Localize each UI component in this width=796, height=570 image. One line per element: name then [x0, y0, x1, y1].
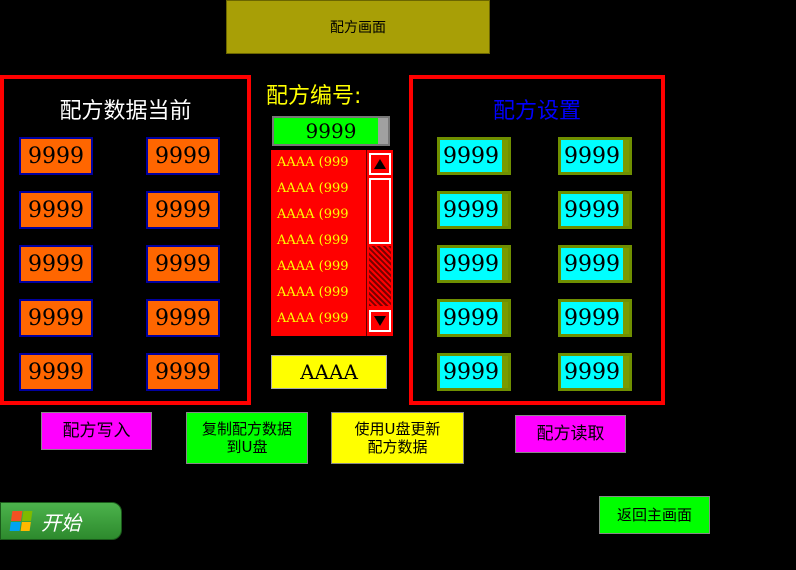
current-value-2: 9999 [146, 137, 220, 175]
recipe-number-label: 配方编号: [266, 84, 362, 109]
button-label-line1: 复制配方数据 [201, 420, 292, 438]
list-item[interactable]: AAAA (999 [277, 233, 349, 248]
button-label-line2: 配方数据 [367, 438, 428, 456]
setting-input-4[interactable]: 9999 [558, 191, 632, 229]
current-data-title: 配方数据当前 [59, 99, 192, 124]
current-value-10: 9999 [146, 353, 220, 391]
arrow-up-icon [374, 159, 386, 169]
current-value-1: 9999 [19, 137, 93, 175]
current-value-4: 9999 [146, 191, 220, 229]
arrow-down-icon [374, 316, 386, 326]
screen-title: 配方画面 [226, 0, 490, 54]
setting-input-10[interactable]: 9999 [558, 353, 632, 391]
copy-to-usb-button[interactable]: 复制配方数据 到U盘 [186, 412, 308, 464]
return-main-button[interactable]: 返回主画面 [599, 496, 710, 534]
current-value-5: 9999 [19, 245, 93, 283]
recipe-write-button[interactable]: 配方写入 [41, 412, 152, 450]
setting-input-5[interactable]: 9999 [437, 245, 511, 283]
setting-input-8[interactable]: 9999 [558, 299, 632, 337]
windows-logo-icon [9, 511, 33, 531]
list-item[interactable]: AAAA (999 [277, 155, 349, 170]
button-label-line1: 使用U盘更新 [354, 420, 441, 438]
current-value-7: 9999 [19, 299, 93, 337]
update-from-usb-button[interactable]: 使用U盘更新 配方数据 [331, 412, 464, 464]
settings-title: 配方设置 [492, 99, 581, 124]
current-value-8: 9999 [146, 299, 220, 337]
scroll-down-button[interactable] [369, 310, 391, 332]
scroll-thumb[interactable] [369, 178, 391, 244]
list-item[interactable]: AAAA (999 [277, 259, 349, 274]
setting-input-1[interactable]: 9999 [437, 137, 511, 175]
setting-input-2[interactable]: 9999 [558, 137, 632, 175]
recipe-list-scrollbar[interactable] [366, 150, 393, 336]
setting-input-6[interactable]: 9999 [558, 245, 632, 283]
settings-panel: 配方设置 [409, 75, 665, 405]
list-item[interactable]: AAAA (999 [277, 311, 349, 326]
list-item[interactable]: AAAA (999 [277, 285, 349, 300]
current-value-6: 9999 [146, 245, 220, 283]
scroll-up-button[interactable] [369, 153, 391, 175]
setting-input-3[interactable]: 9999 [437, 191, 511, 229]
list-item[interactable]: AAAA (999 [277, 181, 349, 196]
start-label: 开始 [41, 510, 81, 535]
current-value-9: 9999 [19, 353, 93, 391]
current-data-panel: 配方数据当前 [0, 75, 251, 405]
recipe-list[interactable]: AAAA (999 AAAA (999 AAAA (999 AAAA (999 … [271, 150, 366, 336]
button-label-line2: 到U盘 [226, 438, 268, 456]
scroll-track[interactable] [369, 246, 391, 306]
list-item[interactable]: AAAA (999 [277, 207, 349, 222]
recipe-read-button[interactable]: 配方读取 [515, 415, 626, 453]
start-button[interactable]: 开始 [0, 502, 122, 540]
setting-input-9[interactable]: 9999 [437, 353, 511, 391]
recipe-name-field[interactable]: AAAA [271, 355, 387, 389]
recipe-number-input[interactable]: 9999 [272, 116, 390, 146]
current-value-3: 9999 [19, 191, 93, 229]
setting-input-7[interactable]: 9999 [437, 299, 511, 337]
